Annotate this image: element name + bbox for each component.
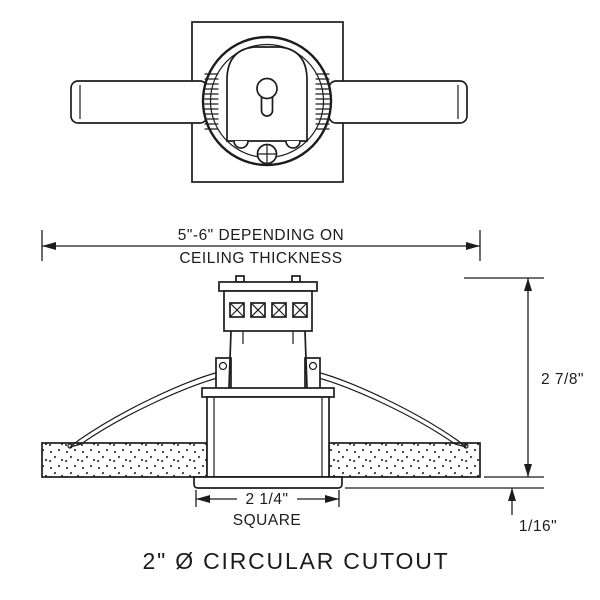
arrow-up-icon — [508, 488, 516, 501]
ceiling-section-left — [41, 442, 208, 478]
height-dimension-label: 2 7/8" — [541, 371, 584, 388]
width-dimension-label-line1: 2 1/4" — [246, 491, 289, 508]
slot-notch-left — [233, 140, 249, 149]
spring-arm-left — [69, 371, 222, 448]
clamp-screw-right — [291, 275, 301, 283]
hanger-bar-right — [328, 80, 468, 124]
screw-cross-icon — [257, 144, 277, 164]
arrow-right-icon — [466, 242, 480, 250]
junction-box-cover — [218, 281, 318, 292]
spring-bracket-right-pivot — [308, 361, 318, 371]
spring-arm-right-foot — [463, 443, 469, 449]
width-dimension-label-line2: SQUARE — [233, 512, 301, 529]
clamp-screw-left — [235, 275, 245, 283]
can-lip — [201, 387, 335, 398]
keyhole-circle — [256, 77, 278, 100]
arrow-down-icon — [524, 464, 532, 477]
top-view — [70, 21, 468, 183]
housing-neck-seams — [242, 331, 294, 344]
housing-neck — [228, 330, 308, 389]
arrow-up-icon — [524, 278, 532, 291]
hanger-bar-left — [70, 80, 208, 124]
spring-arm-right — [314, 371, 467, 448]
spring-coil-right — [315, 73, 330, 130]
side-view — [41, 275, 481, 489]
spring-arm-left-foot — [67, 443, 73, 449]
arrow-right-icon — [325, 495, 339, 503]
span-dimension-label-line2: CEILING THICKNESS — [179, 250, 342, 267]
arrow-left-icon — [196, 495, 210, 503]
terminal-x-marks — [229, 302, 308, 318]
trim-flange — [193, 476, 343, 489]
ceiling-section-right — [328, 442, 481, 478]
slot-notch-right — [285, 140, 301, 149]
flange-dimension-label: 1/16" — [519, 518, 557, 535]
drawing-caption: 2" Ø CIRCULAR CUTOUT — [143, 548, 450, 574]
keyhole-slot — [260, 95, 274, 117]
dimensions: 5"-6" DEPENDING ON CEILING THICKNESS 2 7… — [41, 227, 584, 535]
spring-bracket-left-pivot — [218, 361, 228, 371]
can-wall-lines — [213, 397, 323, 477]
span-dimension-label-line1: 5"-6" DEPENDING ON — [178, 227, 344, 244]
arrow-left-icon — [42, 242, 56, 250]
can-body — [206, 396, 330, 478]
spring-coil-left — [204, 73, 219, 130]
height-extension-lines — [464, 277, 544, 478]
